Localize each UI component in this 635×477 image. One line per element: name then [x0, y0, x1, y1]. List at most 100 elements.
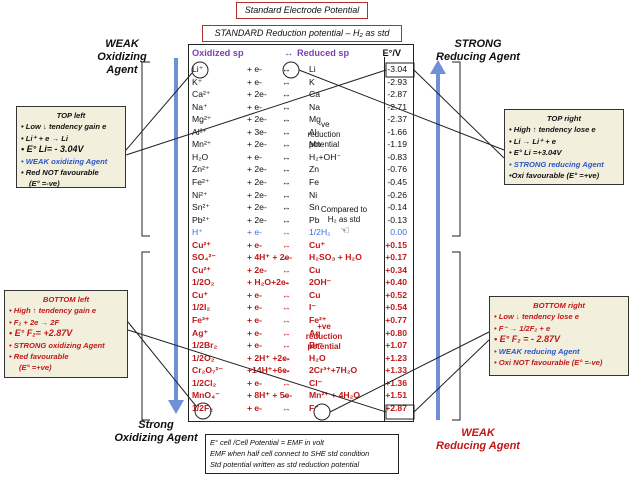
circle-li-ion	[191, 61, 209, 79]
reduced-species: Ca	[309, 89, 320, 100]
page-subtitle: STANDARD Reduction potential – H₂ as std	[214, 28, 390, 38]
electrons: + 2e-	[247, 176, 267, 187]
potential-value: +0.54	[385, 302, 407, 313]
table-row: 1/2F₂+ e-↔F⁻+2.87	[189, 401, 413, 416]
line-br-1	[329, 331, 490, 413]
box-bottom-left: BOTTOM left • High ↑ tendency gain e • F…	[4, 290, 128, 378]
circle-f2	[194, 402, 212, 420]
equilibrium-arrow: ↔	[282, 239, 291, 250]
equilibrium-arrow: ↔	[282, 327, 291, 338]
electrons: + e-	[247, 402, 263, 413]
reduced-species: Ag	[309, 327, 321, 338]
line-tl-2	[125, 69, 387, 156]
line-bl-1	[127, 321, 197, 407]
equilibrium-arrow: ↔	[282, 340, 291, 351]
oxidized-species: Mg²⁺	[192, 114, 212, 125]
oxidized-species: 1/2Br₂	[192, 340, 218, 351]
potential-value: +1.33	[385, 365, 407, 376]
bracket-left-bottom	[141, 251, 150, 421]
electrons: + 2e-	[247, 114, 267, 125]
table-row: Cr₂O₇²⁻+14H⁺+6e-↔2Cr³⁺+7H₂O+1.33	[189, 363, 413, 378]
box-value-top	[385, 62, 415, 78]
equilibrium-arrow: ↔	[282, 315, 291, 325]
reduced-species: Fe	[309, 176, 320, 187]
equilibrium-arrow: ↔	[282, 227, 291, 238]
table-row: Al³⁺+ 3e-↔Al-1.66	[189, 125, 413, 140]
electrons: + 3e-	[247, 126, 267, 137]
oxidized-species: Sn²⁺	[192, 202, 210, 213]
electrons: + 8H⁺ + 5e-	[247, 390, 293, 401]
equilibrium-arrow: ↔	[282, 176, 291, 187]
potential-value: +1.07	[385, 340, 407, 351]
oxidized-species: Cu⁺	[192, 289, 208, 300]
equilibrium-arrow: ↔	[282, 151, 291, 162]
potential-value: +0.80	[385, 327, 407, 338]
line-br-2	[413, 339, 490, 413]
oxidized-species: Ni²⁺	[192, 189, 208, 200]
reduced-species: Cu⁺	[309, 239, 325, 250]
electrons: + 2e-	[247, 264, 267, 275]
table-row: 1/2O₂+ 2H⁺ +2e-↔H₂O+1.23	[189, 351, 413, 366]
electrons: + e-	[247, 340, 263, 351]
reduced-species: Li	[309, 64, 316, 74]
reduced-species: Cu	[309, 264, 321, 275]
electrons: + 4H⁺ + 2e-	[247, 252, 293, 263]
potential-value: -2.87	[387, 89, 407, 100]
oxidized-species: 1/2F₂	[192, 402, 214, 413]
reduced-species: Br⁻	[309, 340, 324, 351]
box-value-bottom	[385, 404, 415, 420]
electrons: + e-	[247, 302, 263, 313]
table-header: Oxidized sp ↔ Reduced sp E°/V	[189, 46, 413, 61]
table-row: 1/2I₂+ e-↔I⁻+0.54	[189, 300, 413, 315]
potential-value: -0.14	[387, 202, 407, 213]
box-top-right: TOP right • High ↑ tendency lose e • Li …	[504, 109, 624, 185]
reduced-species: Ni	[309, 189, 318, 200]
potential-value: -2.37	[387, 114, 407, 125]
potential-value: -3.04	[387, 64, 407, 74]
equilibrium-arrow: ↔	[282, 202, 291, 213]
table-row: Ni²⁺ + 2e- ↔ Ni -0.26	[189, 188, 413, 203]
reduced-species: Fe²⁺	[309, 315, 327, 325]
equilibrium-arrow: ↔	[282, 189, 291, 200]
potential-value: -0.26	[387, 189, 407, 200]
reduced-species: Cu	[309, 289, 321, 300]
box-bottom-right: BOTTOM right • Low ↓ tendency lose e • F…	[489, 296, 629, 376]
bracket-right-bottom	[452, 251, 461, 421]
electrons: + 2e-	[247, 189, 267, 200]
equilibrium-arrow: ↔	[282, 365, 291, 376]
reduced-species: Zn	[309, 164, 320, 175]
potential-value: +0.40	[385, 277, 407, 288]
header-reduced: Reduced sp	[297, 48, 350, 58]
table-row: Ca²⁺+ 2e-↔Ca-2.87	[189, 87, 413, 102]
table-row: H₂O+ e-↔H₂+OH⁻-0.83	[189, 150, 413, 165]
potential-value: +0.52	[385, 289, 407, 300]
potential-value: +0.34	[385, 264, 407, 275]
oxidized-species: H⁺	[192, 227, 203, 238]
potential-value: -1.66	[387, 126, 407, 137]
oxidized-species: 1/2O₂	[192, 352, 215, 363]
oxidized-species: Ca²⁺	[192, 89, 211, 100]
reduced-species: Na	[309, 101, 320, 112]
table-row: Fe²⁺+ 2e-↔Fe-0.45	[189, 175, 413, 190]
header-e: E°/V	[382, 48, 401, 58]
electrons: + e-	[247, 289, 263, 300]
potential-value: +0.15	[385, 239, 407, 250]
table-row: Pb²⁺+ 2e-↔Pb-0.13	[189, 213, 413, 228]
equilibrium-arrow: ↔	[282, 164, 291, 175]
oxidized-species: Pb²⁺	[192, 214, 210, 225]
equilibrium-arrow: ↔	[282, 76, 291, 87]
equilibrium-arrow: ↔	[282, 214, 291, 225]
oxidized-species: Na⁺	[192, 101, 208, 112]
oxidized-species: MnO₄⁻	[192, 390, 220, 401]
potential-value: -1.19	[387, 139, 407, 150]
potential-value: +0.17	[385, 252, 407, 263]
potential-value: -0.13	[387, 214, 407, 225]
oxidized-species: Ag⁺	[192, 327, 208, 338]
potential-value: +1.51	[385, 390, 407, 401]
